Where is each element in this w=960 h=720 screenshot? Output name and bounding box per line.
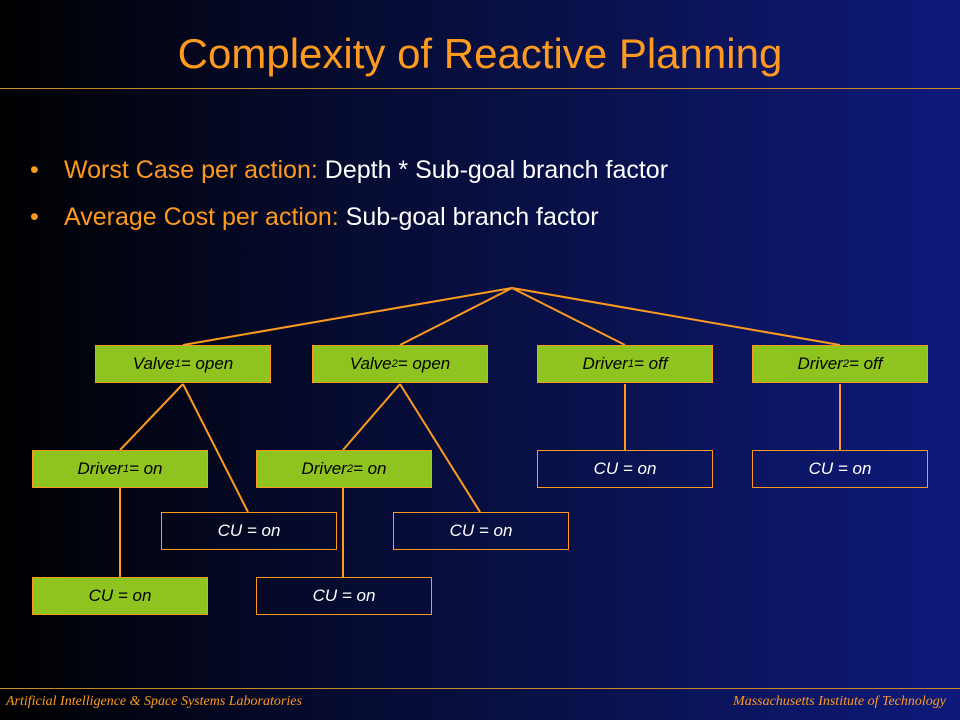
edge-valve2-cu bbox=[399, 383, 481, 513]
footer-lab-name: Artificial Intelligence & Space Systems … bbox=[6, 694, 302, 709]
bullet-dot-icon: • bbox=[30, 203, 39, 231]
footer-institution: Massachusetts Institute of Technology bbox=[733, 694, 946, 709]
node-cu-on: CU = on bbox=[393, 512, 569, 550]
bullet-list: • Worst Case per action: Depth * Sub-goal… bbox=[30, 158, 668, 252]
node-cu-on: CU = on bbox=[256, 577, 432, 615]
node-cu-on: CU = on bbox=[161, 512, 337, 550]
edge-root-driver2off bbox=[511, 287, 841, 346]
edge-valve2-driver2on bbox=[342, 383, 401, 451]
node-cu-on: CU = on bbox=[537, 450, 713, 488]
node-cu-on: CU = on bbox=[752, 450, 928, 488]
edge-valve1-driver1on bbox=[119, 383, 184, 451]
edge-root-valve2 bbox=[399, 287, 513, 346]
bullet-label: Average Cost per action: bbox=[64, 203, 339, 231]
bullet-average-cost: • Average Cost per action: Sub-goal branc… bbox=[30, 205, 668, 230]
footer-divider bbox=[0, 688, 960, 689]
edge-valve1-cu bbox=[182, 383, 249, 513]
node-cu-on: CU = on bbox=[32, 577, 208, 615]
bullet-value: Sub-goal branch factor bbox=[345, 203, 599, 231]
bullet-value: Depth * Sub-goal branch factor bbox=[324, 156, 669, 184]
bullet-dot-icon: • bbox=[30, 156, 39, 184]
bullet-label: Worst Case per action: bbox=[64, 156, 318, 184]
title-divider bbox=[0, 88, 960, 89]
bullet-worst-case: • Worst Case per action: Depth * Sub-goal… bbox=[30, 158, 668, 183]
slide-title: Complexity of Reactive Planning bbox=[177, 30, 783, 77]
edge-root-driver1off bbox=[511, 287, 626, 346]
edge-root-valve1 bbox=[182, 287, 513, 346]
